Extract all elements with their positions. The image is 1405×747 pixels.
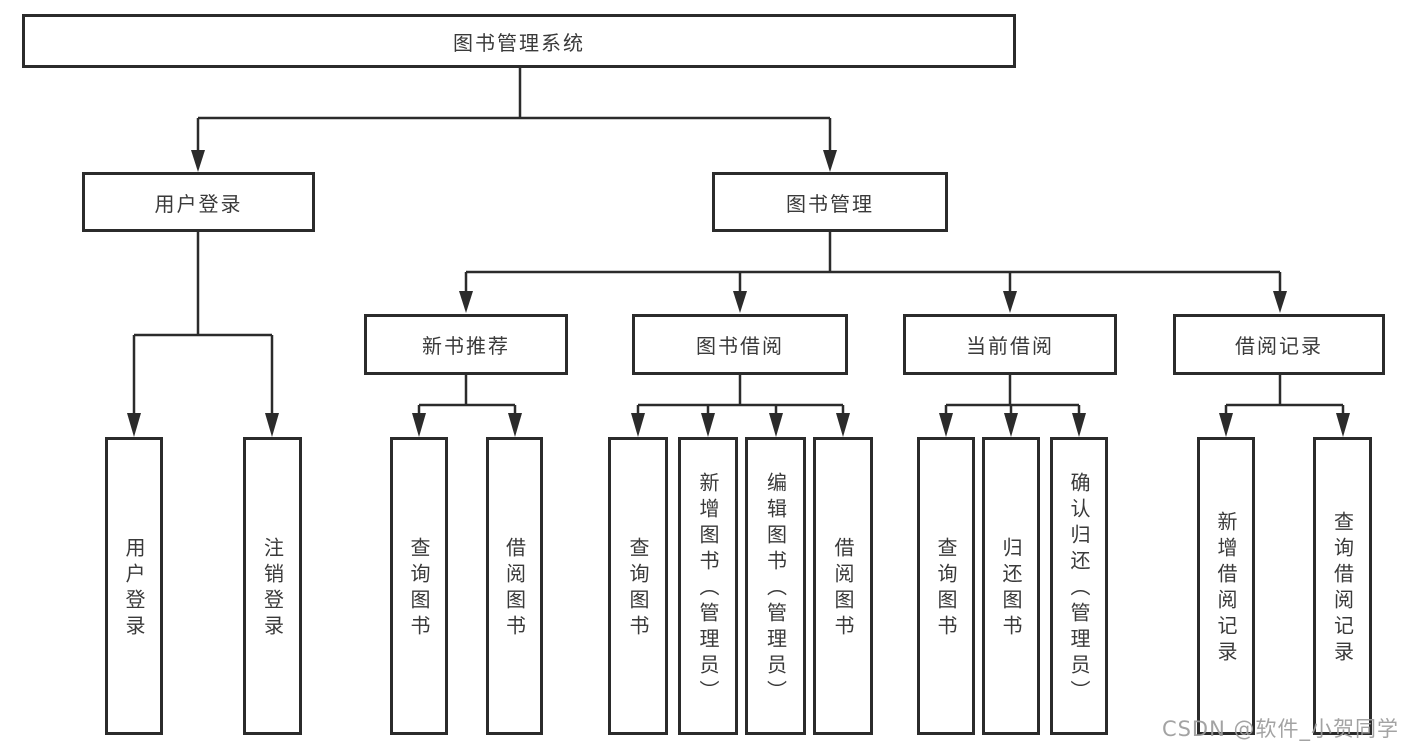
node-user-login-branch: 用户登录 xyxy=(82,172,315,232)
node-new-book-recommend: 新书推荐 xyxy=(364,314,568,375)
node-library-system: 图书管理系统 xyxy=(22,14,1016,68)
node-book-borrow: 图书借阅 xyxy=(632,314,848,375)
leaf-query-borrow-record: 查询借阅记录 xyxy=(1313,437,1372,735)
node-library-system-label: 图书管理系统 xyxy=(453,30,585,55)
leaf-return-books-label: 归还图书 xyxy=(999,537,1023,641)
leaf-add-borrow-record: 新增借阅记录 xyxy=(1197,437,1255,735)
leaf-query-books-current: 查询图书 xyxy=(917,437,975,735)
node-current-borrow-label: 当前借阅 xyxy=(966,334,1054,358)
leaf-logout-login: 注销登录 xyxy=(243,437,302,735)
leaf-query-books-current-label: 查询图书 xyxy=(934,537,958,641)
node-user-login-branch-label: 用户登录 xyxy=(154,191,243,216)
leaf-add-book-admin: 新增图书（管理员） xyxy=(678,437,738,735)
leaf-user-login: 用户登录 xyxy=(105,437,163,735)
leaf-edit-book-admin-label: 编辑图书（管理员） xyxy=(763,472,788,706)
leaf-borrow-books-2-label: 借阅图书 xyxy=(831,537,855,641)
leaf-query-books-borrow: 查询图书 xyxy=(608,437,668,735)
leaf-logout-login-label: 注销登录 xyxy=(260,537,285,641)
leaf-borrow-books-recommend: 借阅图书 xyxy=(486,437,543,735)
node-book-borrow-label: 图书借阅 xyxy=(696,334,784,358)
leaf-query-borrow-record-label: 查询借阅记录 xyxy=(1330,511,1355,667)
leaf-confirm-return-admin-label: 确认归还（管理员） xyxy=(1067,472,1091,706)
node-borrow-records-label: 借阅记录 xyxy=(1235,334,1323,358)
leaf-add-book-admin-label: 新增图书（管理员） xyxy=(696,472,720,706)
leaf-user-login-label: 用户登录 xyxy=(122,537,146,641)
leaf-confirm-return-admin: 确认归还（管理员） xyxy=(1050,437,1108,735)
node-current-borrow: 当前借阅 xyxy=(903,314,1117,375)
leaf-add-borrow-record-label: 新增借阅记录 xyxy=(1214,511,1238,667)
leaf-borrow-books-2: 借阅图书 xyxy=(813,437,873,735)
arrowheads xyxy=(127,150,1350,437)
node-book-management: 图书管理 xyxy=(712,172,948,232)
leaf-query-books-recommend: 查询图书 xyxy=(390,437,448,735)
leaf-return-books: 归还图书 xyxy=(982,437,1040,735)
leaf-edit-book-admin: 编辑图书（管理员） xyxy=(745,437,806,735)
node-new-book-recommend-label: 新书推荐 xyxy=(422,334,510,358)
leaf-query-books-recommend-label: 查询图书 xyxy=(407,537,431,641)
leaf-borrow-books-recommend-label: 借阅图书 xyxy=(502,537,527,641)
node-borrow-records: 借阅记录 xyxy=(1173,314,1385,375)
node-book-management-label: 图书管理 xyxy=(786,191,874,216)
leaf-query-books-borrow-label: 查询图书 xyxy=(626,537,650,641)
